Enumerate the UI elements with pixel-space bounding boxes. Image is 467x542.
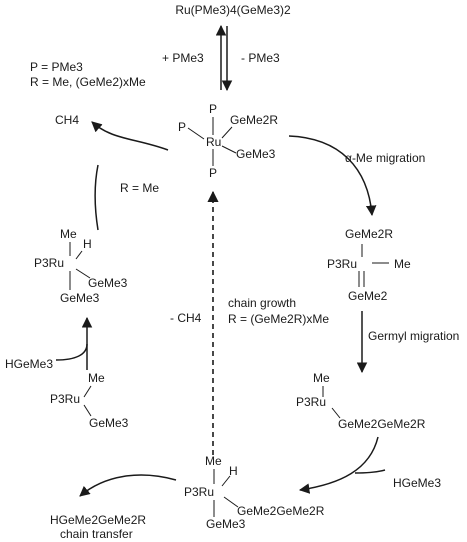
hydride-h: H	[229, 464, 238, 478]
migrated-complex: Me P3Ru GeMe2GeMe2R	[296, 371, 426, 431]
left-hydride-h: H	[83, 237, 92, 251]
hydride-complex: Me H P3Ru GeMe2GeMe2R GeMe3	[184, 454, 325, 531]
r-equals-me-label: R = Me	[120, 181, 159, 195]
plus-pme3-label: + PMe3	[162, 51, 204, 65]
left-methyl-bond	[83, 385, 92, 398]
germylene-gem2r: GeMe2R	[345, 227, 393, 241]
hydride-geme3: GeMe3	[206, 517, 246, 531]
germyl-migration-label: Germyl migration	[368, 329, 459, 343]
center-p-top: P	[209, 102, 217, 116]
germylene-complex: GeMe2R P3Ru Me GeMe2	[327, 227, 411, 303]
left-methyl-me: Me	[88, 371, 105, 385]
left-methyl-p3ru: P3Ru	[50, 392, 80, 406]
ch4-product: CH4	[55, 113, 79, 127]
left-methyl-complex: Me P3Ru GeMe3	[50, 371, 129, 430]
migrated-bond	[331, 407, 341, 419]
minus-ch4-label: - CH4	[170, 311, 202, 325]
center-complex: P P Ru GeMe2R GeMe3 P	[178, 102, 278, 180]
center-gem2r: GeMe2R	[230, 113, 278, 127]
left-methyl-bond	[83, 404, 92, 417]
left-up-arc	[94, 164, 99, 231]
chain-growth-r-label: R = (GeMe2R)xMe	[228, 312, 329, 326]
left-hydride-p3ru: P3Ru	[34, 256, 64, 270]
germylene-geme2: GeMe2	[348, 289, 388, 303]
germylene-p3ru: P3Ru	[327, 257, 357, 271]
hydride-chain: GeMe2GeMe2R	[237, 504, 325, 518]
legend-r-definition: R = Me, (GeMe2)xMe	[30, 75, 146, 89]
migrated-p3ru: P3Ru	[296, 395, 326, 409]
left-methyl-geme3: GeMe3	[89, 416, 129, 430]
legend-p-definition: P = PMe3	[30, 60, 83, 74]
hgeme3-entry-line	[354, 469, 386, 474]
germylene-me: Me	[394, 257, 411, 271]
left-hydride-bond	[75, 268, 91, 279]
left-hydride-complex: Me H P3Ru GeMe3 GeMe3	[34, 227, 128, 305]
hgeme3-right: HGeMe3	[393, 476, 441, 490]
transfer-product: HGeMe2GeMe2R	[50, 513, 146, 527]
migrated-me: Me	[313, 371, 330, 385]
left-hydride-me: Me	[60, 227, 77, 241]
chain-transfer-arrow	[79, 474, 177, 497]
left-hydride-geme3-b: GeMe3	[60, 291, 100, 305]
center-bond	[187, 127, 205, 140]
hydride-bond	[223, 496, 239, 508]
center-geme3: GeMe3	[236, 147, 276, 161]
left-hgeme3-arc	[55, 343, 88, 361]
ch4-release-arrow	[91, 121, 169, 151]
chain-transfer-label: chain transfer	[60, 527, 133, 541]
hydride-p3ru: P3Ru	[184, 485, 214, 499]
hydride-me: Me	[205, 454, 222, 468]
hgeme3-left: HGeMe3	[5, 357, 53, 371]
left-hydride-bond	[75, 250, 83, 260]
center-bond	[221, 145, 237, 154]
alpha-me-migration-label: α-Me migration	[345, 151, 425, 165]
hgeme3-addition-arc	[298, 436, 379, 494]
top-complex-formula: Ru(PMe3)4(GeMe3)2	[175, 3, 291, 17]
migrated-chain: GeMe2GeMe2R	[338, 417, 426, 431]
chain-growth-label: chain growth	[228, 296, 296, 310]
center-p-left: P	[178, 120, 186, 134]
alpha-me-migration-arrow	[288, 135, 377, 217]
center-ru: Ru	[206, 135, 221, 149]
center-p-bottom: P	[209, 166, 217, 180]
hydride-bond	[221, 475, 231, 487]
minus-pme3-label: - PMe3	[241, 51, 280, 65]
left-hydride-geme3-a: GeMe3	[88, 276, 128, 290]
center-bond	[221, 126, 233, 139]
